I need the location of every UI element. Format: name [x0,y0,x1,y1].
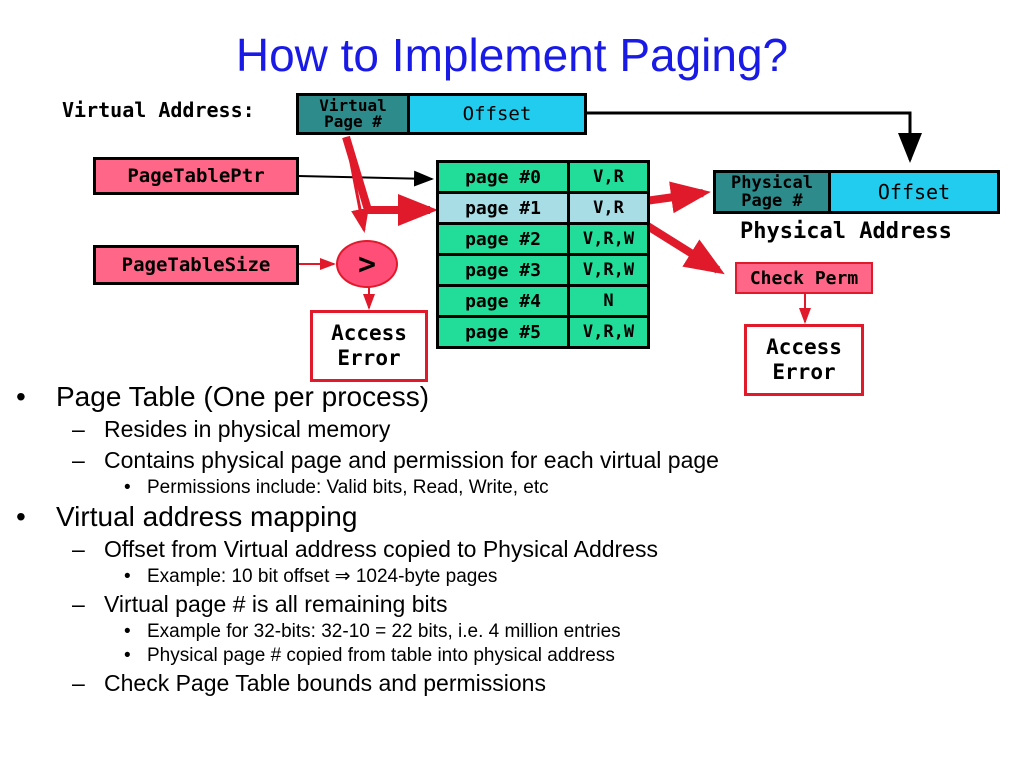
virtual-offset-field: Offset [407,93,587,135]
bullet-item: –Offset from Virtual address copied to P… [72,536,658,562]
physical-offset-field: Offset [828,170,1000,214]
access-error-perm: Access Error [744,324,864,396]
ptr-arrow [297,170,434,187]
bullet-text: Virtual page # is all remaining bits [104,591,448,617]
physical-page-field: Physical Page # [713,170,831,214]
page-cell: page #2 [436,222,570,256]
bullet-text: Page Table (One per process) [56,381,430,412]
access-error-line2: Error [337,346,401,370]
bullet-item: –Contains physical page and permission f… [72,447,719,473]
page-cell: page #0 [436,160,570,194]
bullet-item: •Example for 32-bits: 32-10 = 22 bits, i… [124,621,621,642]
bullet-list: •Page Table (One per process) –Resides i… [16,380,719,699]
perm-cell: V,R [567,160,650,194]
page-cell: page #5 [436,315,570,349]
access-error-line1: Access [766,335,842,359]
bullet-item: –Check Page Table bounds and permissions [72,670,546,696]
physical-page-field-line1: Physical [731,173,813,193]
access-error-bounds: Access Error [310,310,428,382]
bullet-text: Virtual address mapping [56,501,358,532]
page-cell: page #1 [436,191,570,225]
access-error-line2: Error [772,360,836,384]
perm-cell: V,R,W [567,222,650,256]
bullet-item: –Virtual page # is all remaining bits [72,591,448,617]
check-perm-box: Check Perm [735,262,873,294]
page-table-ptr-register: PageTablePtr [93,157,299,195]
perm-cell: V,R,W [567,253,650,287]
bullet-text: Example for 32-bits: 32-10 = 22 bits, i.… [147,621,621,642]
physical-page-field-line2: Page # [741,191,803,211]
physical-address-label: Physical Address [740,219,952,244]
bullet-item: •Virtual address mapping [16,501,358,532]
bullet-item: •Example: 10 bit offset ⇒ 1024-byte page… [124,566,498,587]
bullet-text: Offset from Virtual address copied to Ph… [104,536,658,562]
virtual-page-field-line2: Page # [324,112,382,131]
bounds-comparator: > [336,240,398,288]
page-table-size-register: PageTableSize [93,245,299,285]
bullet-text: Resides in physical memory [104,416,391,442]
page-cell: page #3 [436,253,570,287]
bullet-text: Check Page Table bounds and permissions [104,670,546,696]
slide-title: How to Implement Paging? [235,29,789,81]
bullet-text: Example: 10 bit offset ⇒ 1024-byte pages [147,566,498,587]
perm-cell: N [567,284,650,318]
bullet-item: •Permissions include: Valid bits, Read, … [124,477,549,498]
bullet-text: Permissions include: Valid bits, Read, W… [147,477,549,498]
virtual-page-field-line1: Virtual [319,96,387,115]
page-cell: page #4 [436,284,570,318]
access-error-line1: Access [331,321,407,345]
virtual-address-label: Virtual Address: [62,98,255,122]
bullet-item: •Physical page # copied from table into … [124,645,615,666]
virtual-page-field: Virtual Page # [296,93,410,135]
bullet-text: Contains physical page and permission fo… [104,447,719,473]
perm-cell: V,R,W [567,315,650,349]
bullet-item: –Resides in physical memory [72,416,391,442]
vpn-to-table-arrow [342,135,438,226]
bullet-text: Physical page # copied from table into p… [147,645,615,666]
perm-cell: V,R [567,191,650,225]
bullet-item: •Page Table (One per process) [16,381,430,412]
offset-copy-arrow [586,111,922,163]
